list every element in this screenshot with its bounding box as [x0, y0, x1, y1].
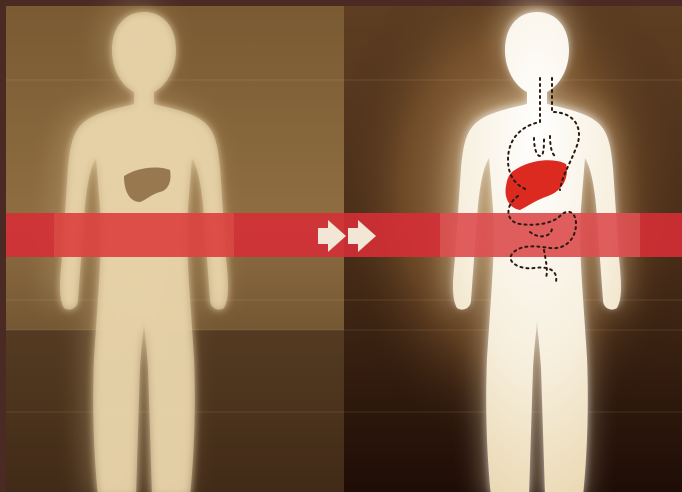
- red-band-left-highlight: [54, 213, 234, 257]
- red-band-right-highlight: [440, 213, 640, 257]
